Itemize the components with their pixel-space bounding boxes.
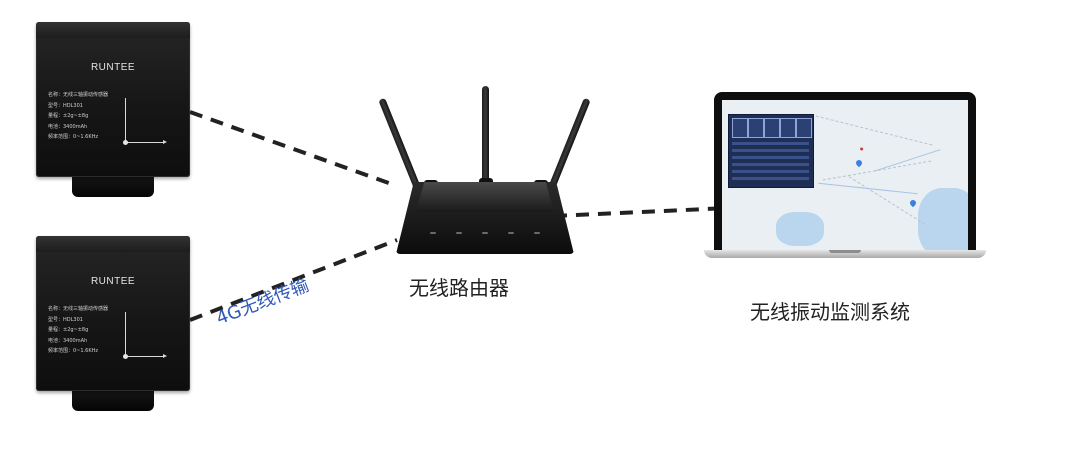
- router-led-strip: [430, 232, 540, 234]
- router-antenna-left: [378, 97, 421, 190]
- sensor-spec-frequency: 频率范围：0~1.6KHz: [48, 134, 98, 140]
- dashboard-card: [748, 118, 764, 138]
- dashboard-row: [732, 177, 809, 180]
- router-case-top: [416, 182, 554, 212]
- sensor-specs: 名称：无线三轴振动传感器 型号：HDL301 量程：±2g~±8g 电池：340…: [48, 304, 108, 357]
- sensor-device-2: RUNTEE 名称：无线三轴振动传感器 型号：HDL301 量程：±2g~±8g…: [36, 236, 190, 411]
- dashboard-card: [732, 118, 748, 138]
- led-icon: [482, 232, 488, 234]
- map-highlight-marker: ●: [860, 146, 864, 151]
- axis-icon-horizontal: [125, 356, 163, 357]
- sensor-body: RUNTEE 名称：无线三轴振动传感器 型号：HDL301 量程：±2g~±8g…: [36, 22, 190, 177]
- axis-origin-icon: [123, 354, 128, 359]
- dashboard-row: [732, 156, 809, 159]
- sensor-spec-model: 型号：HDL301: [48, 102, 83, 109]
- sensor-spec-battery: 电池：3400mAh: [48, 337, 88, 344]
- dashboard-card: [780, 118, 796, 138]
- sensor-brand: RUNTEE: [90, 62, 136, 73]
- led-icon: [534, 232, 540, 234]
- sensor-spec-range: 量程：±2g~±8g: [48, 113, 89, 119]
- led-icon: [430, 232, 436, 234]
- led-icon: [508, 232, 514, 234]
- link-router-laptop: [553, 206, 729, 218]
- sensor-spec-model: 型号：HDL301: [48, 316, 83, 323]
- dashboard-row: [732, 149, 809, 152]
- axis-icon-vertical: [125, 98, 126, 142]
- sensor-body: RUNTEE 名称：无线三轴振动传感器 型号：HDL301 量程：±2g~±8g…: [36, 236, 190, 391]
- monitoring-screen: ●: [722, 100, 968, 250]
- sensor-spec-range: 量程：±2g~±8g: [48, 327, 89, 333]
- dashboard-row: [732, 142, 809, 145]
- axis-origin-icon: [123, 140, 128, 145]
- map-pin-icon: [854, 158, 864, 168]
- router-device: [378, 86, 591, 262]
- laptop-notch: [829, 250, 861, 253]
- dashboard-panel: [728, 114, 814, 188]
- router-antenna-center: [482, 86, 489, 182]
- axis-arrow-icon: [163, 354, 167, 358]
- map-border: [815, 115, 933, 146]
- laptop-device: ●: [704, 92, 986, 262]
- axis-icon-vertical: [125, 312, 126, 356]
- sensor-spec-name: 名称：无线三轴振动传感器: [48, 306, 109, 312]
- led-icon: [456, 232, 462, 234]
- dashboard-row: [732, 170, 809, 173]
- dashboard-card: [764, 118, 780, 138]
- link-sensor2-router: [189, 238, 398, 322]
- system-label: 无线振动监测系统: [750, 300, 910, 324]
- laptop-base: [704, 250, 986, 258]
- sensor-spec-frequency: 频率范围：0~1.6KHz: [48, 348, 98, 354]
- map-sea: [776, 212, 824, 246]
- map-sea: [918, 188, 968, 250]
- dashboard-card: [796, 118, 812, 138]
- sensor-specs: 名称：无线三轴振动传感器 型号：HDL301 量程：±2g~±8g 电池：340…: [48, 90, 108, 143]
- sensor-spec-name: 名称：无线三轴振动传感器: [48, 92, 109, 98]
- axis-arrow-icon: [163, 140, 167, 144]
- dashboard-row: [732, 163, 809, 166]
- router-label: 无线路由器: [409, 276, 509, 300]
- router-antenna-right: [548, 97, 591, 190]
- sensor-brand: RUNTEE: [90, 276, 136, 287]
- axis-icon-horizontal: [125, 142, 163, 143]
- link-sensor1-router: [189, 110, 398, 188]
- map-pin-icon: [908, 198, 918, 208]
- sensor-spec-battery: 电池：3400mAh: [48, 123, 88, 130]
- map-river: [818, 182, 918, 195]
- sensor-device-1: RUNTEE 名称：无线三轴振动传感器 型号：HDL301 量程：±2g~±8g…: [36, 22, 190, 197]
